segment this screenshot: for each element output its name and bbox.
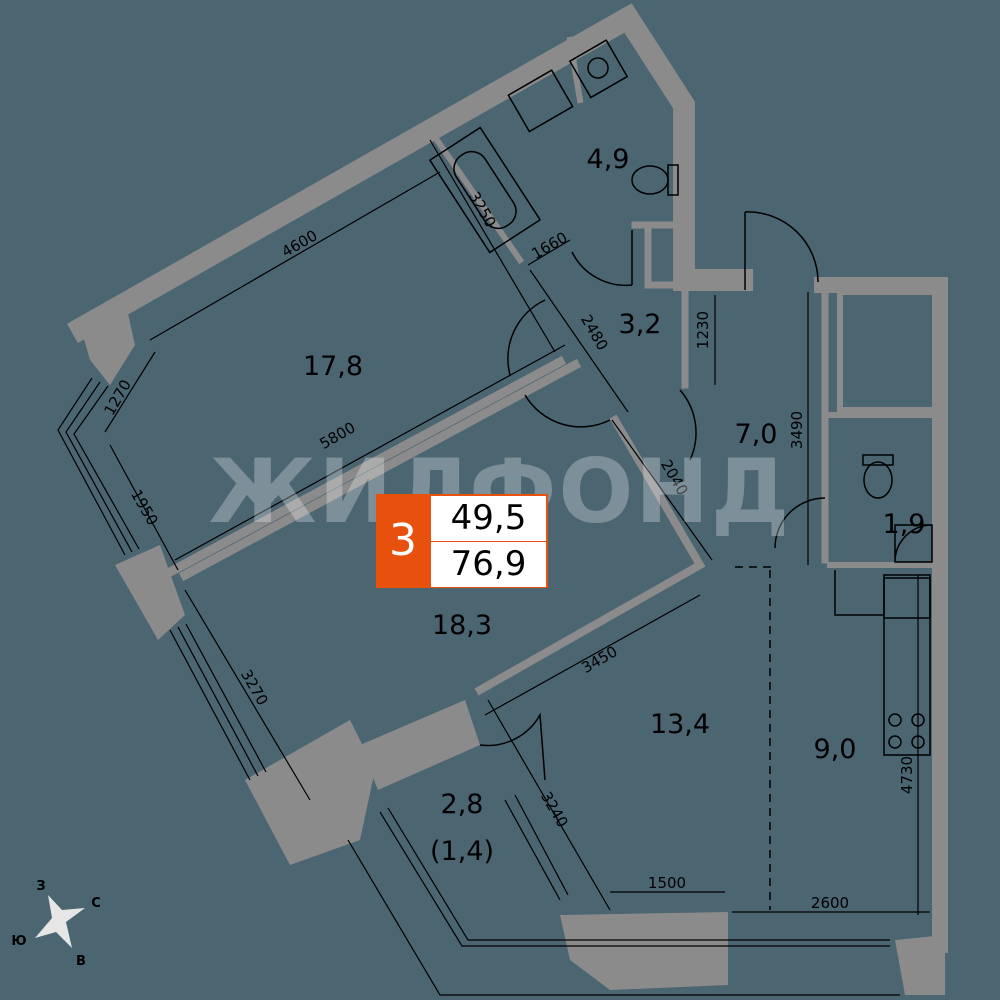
room-area-hall-small: 3,2 xyxy=(619,309,662,340)
dimension-labels: 4600 3250 1660 2480 1230 3490 1270 5800 … xyxy=(100,188,916,912)
windows xyxy=(57,377,900,996)
fixtures xyxy=(428,39,933,756)
room-area-kitchen: 9,0 xyxy=(814,734,857,765)
dim-label: 1270 xyxy=(100,376,135,418)
room-area-loggia: 2,8 xyxy=(441,789,484,820)
dim-label: 3250 xyxy=(465,188,500,230)
dim-label: 3270 xyxy=(237,666,272,708)
room-area-wc: 1,9 xyxy=(883,509,926,540)
compass-north: С xyxy=(91,896,101,911)
dim-label: 3450 xyxy=(578,642,620,677)
dim-label: 3240 xyxy=(537,788,572,830)
compass-west: З xyxy=(36,879,45,894)
total-area: 76,9 xyxy=(431,542,546,587)
compass-east: В xyxy=(76,954,86,969)
dim-label: 4730 xyxy=(898,756,916,794)
doors xyxy=(479,211,826,910)
dim-label: 3490 xyxy=(788,411,806,449)
room-area-bedroom-1: 17,8 xyxy=(303,351,363,382)
room-area-bathroom: 4,9 xyxy=(587,144,630,175)
dim-label: 2480 xyxy=(577,311,612,353)
room-area-bedroom-2: 18,3 xyxy=(432,610,492,641)
room-area-hallway: 7,0 xyxy=(735,419,778,450)
dim-label: 4600 xyxy=(278,226,320,261)
room-areas: 17,8 4,9 3,2 7,0 1,9 18,3 13,4 9,0 2,8 (… xyxy=(303,144,926,867)
living-area: 49,5 xyxy=(431,496,546,541)
dimension-lines xyxy=(104,139,930,915)
apartment-badge: 3 49,5 76,9 xyxy=(376,494,548,588)
compass-south: Ю xyxy=(11,934,26,949)
dim-label: 1660 xyxy=(528,228,570,263)
dim-label: 2600 xyxy=(811,894,849,912)
dim-label: 1230 xyxy=(694,311,712,349)
walls xyxy=(67,3,948,995)
dim-label: 1500 xyxy=(648,874,686,892)
room-area-living: 13,4 xyxy=(650,709,710,740)
room-count: 3 xyxy=(389,515,417,566)
room-area-loggia-reduced: (1,4) xyxy=(430,836,494,867)
compass-star-icon xyxy=(35,895,85,948)
compass: З С Ю В xyxy=(11,879,100,969)
dim-label: 1950 xyxy=(127,486,162,528)
